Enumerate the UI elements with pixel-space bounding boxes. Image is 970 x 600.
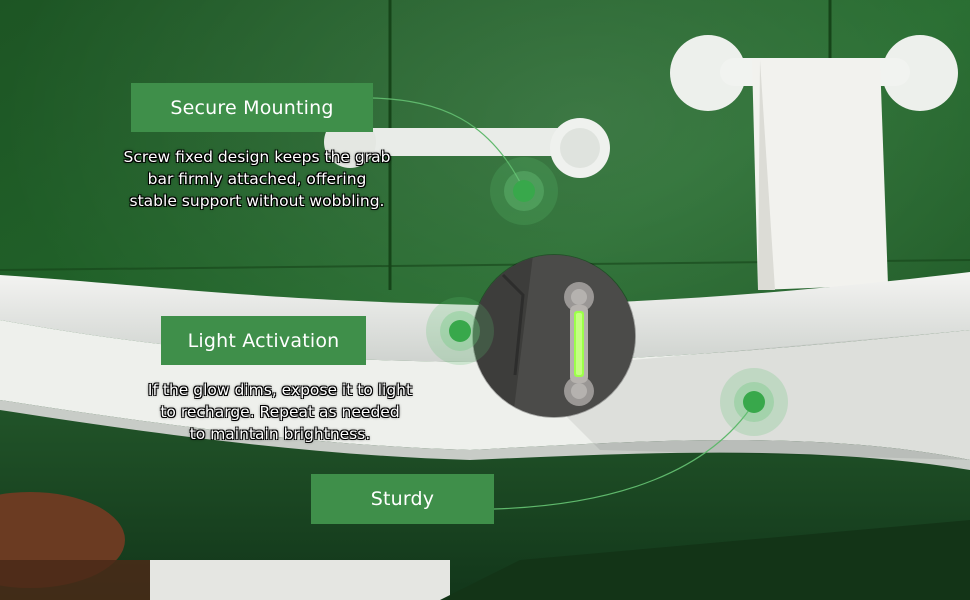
secure-mounting-label: Secure Mounting: [131, 83, 373, 132]
light-activation-description: If the glow dims, expose it to light to …: [147, 381, 413, 443]
hotspot-secure-mounting[interactable]: [490, 157, 558, 225]
secure-mounting-description: Screw fixed design keeps the grab bar fi…: [123, 148, 391, 210]
sturdy-label: Sturdy: [311, 474, 494, 524]
glow-bar-inset-image: [473, 255, 635, 417]
hotspot-light-activation[interactable]: [426, 297, 494, 365]
light-activation-label: Light Activation: [161, 316, 366, 365]
hotspot-sturdy[interactable]: [720, 368, 788, 436]
